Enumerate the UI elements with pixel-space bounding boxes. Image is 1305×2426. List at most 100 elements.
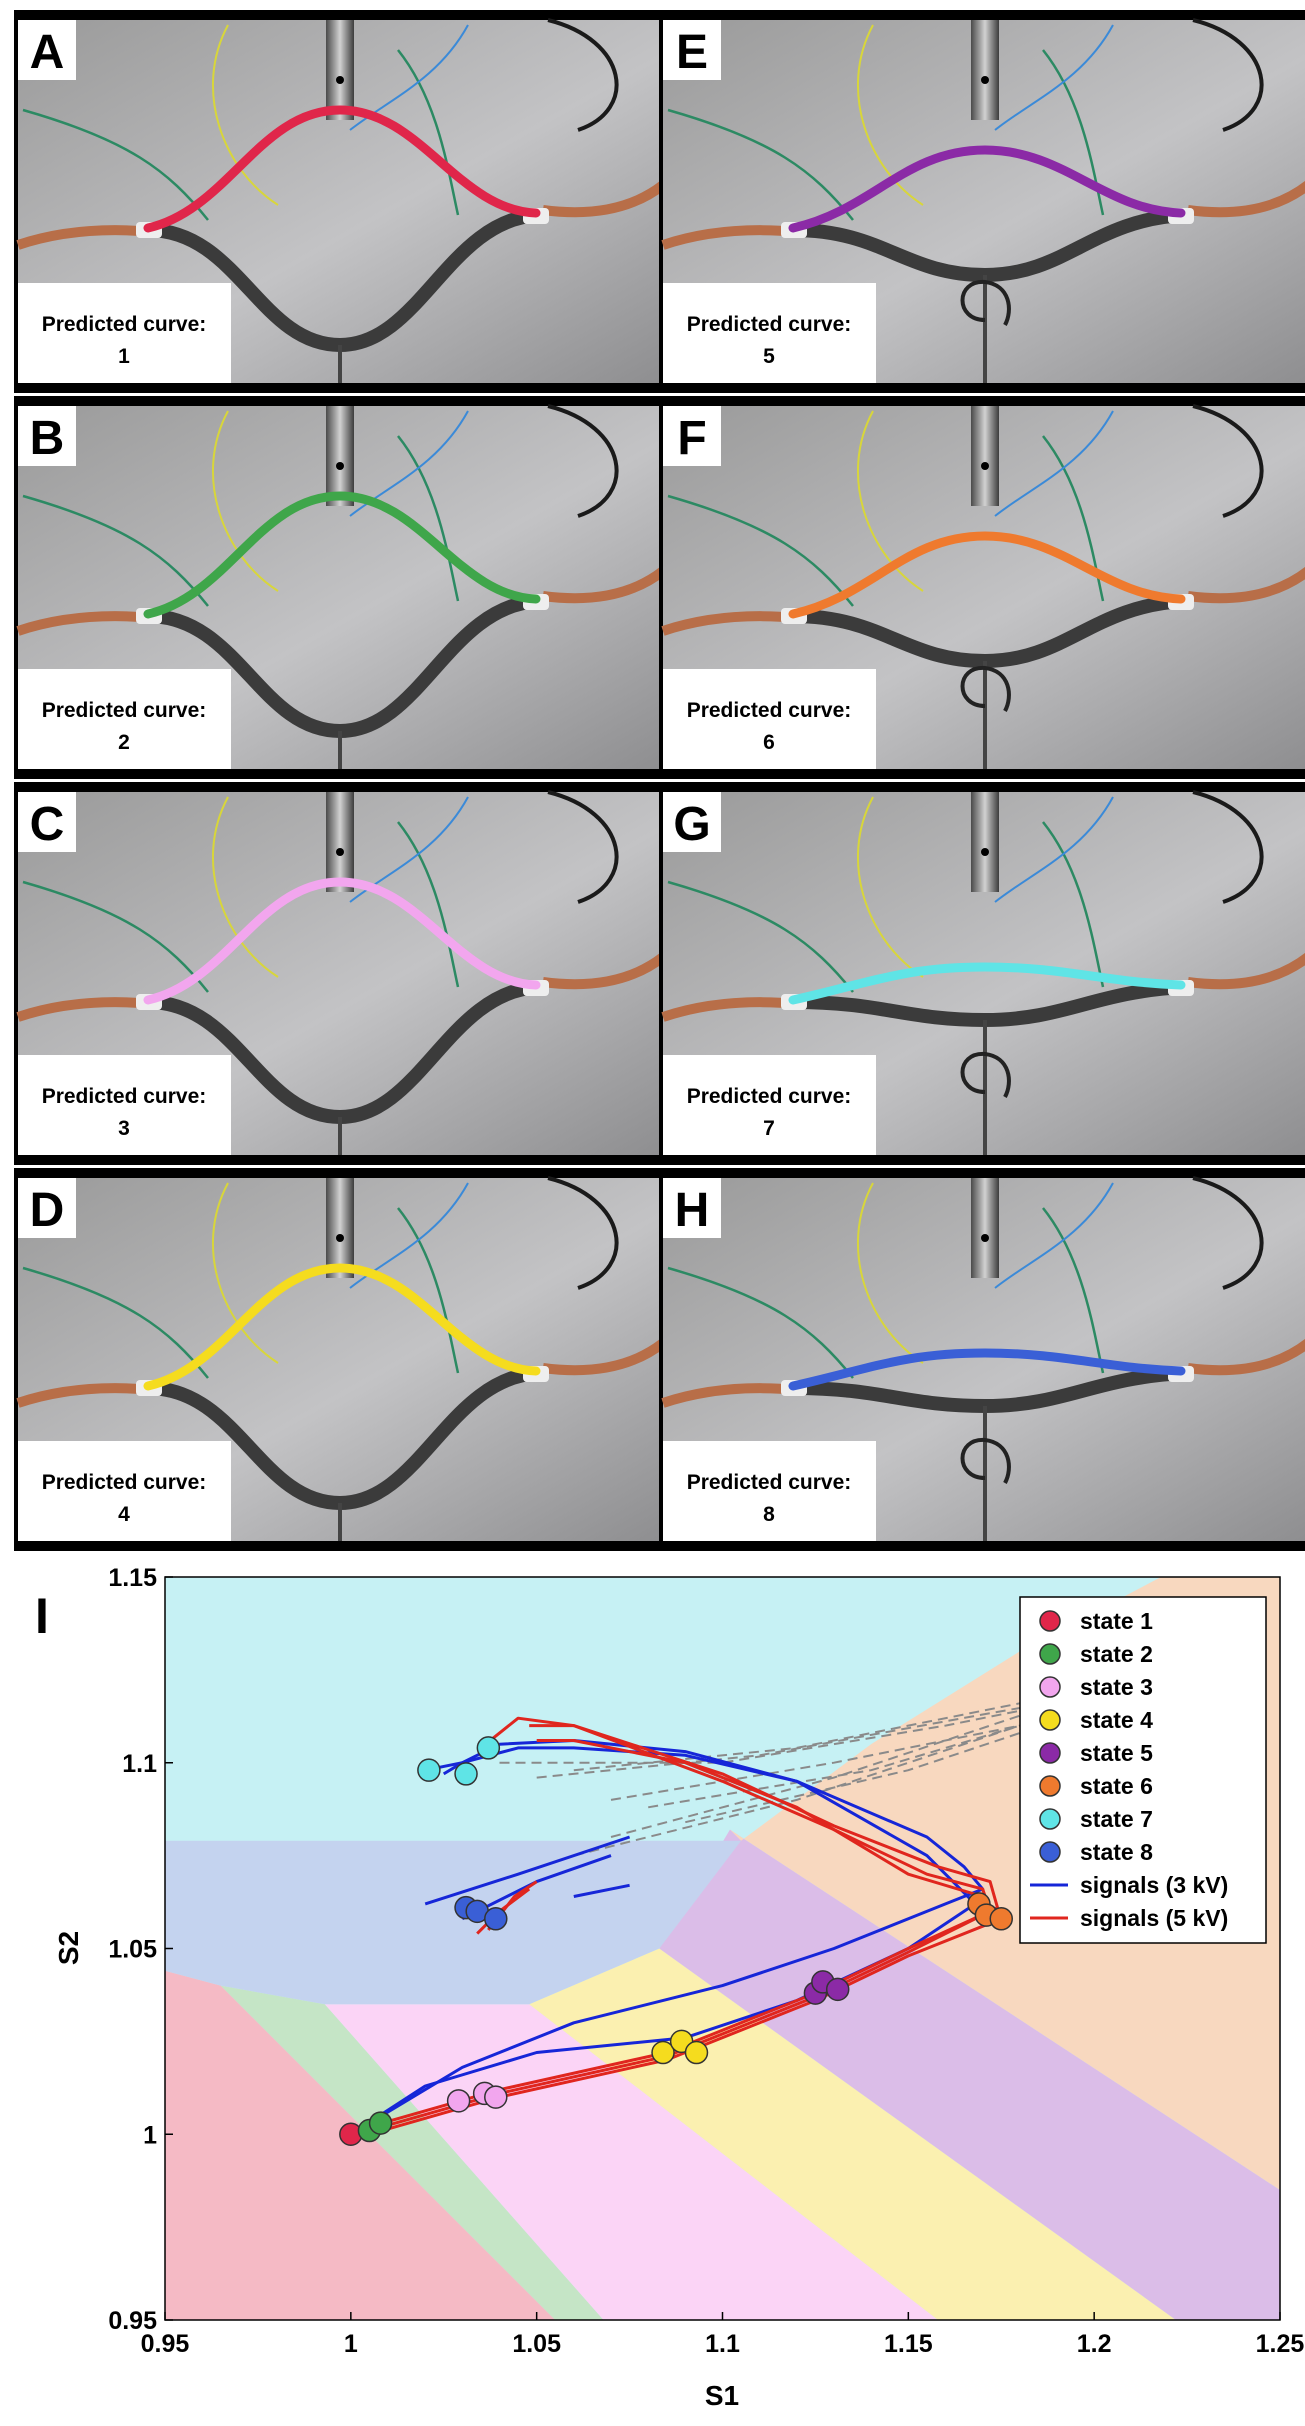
rod-marker-dot <box>981 76 989 84</box>
copper-electrode-right <box>1187 181 1305 218</box>
black-cable <box>1192 790 1264 904</box>
film-strip <box>147 1366 539 1511</box>
yellow-wire <box>857 1182 924 1364</box>
panel-letter: F <box>677 412 706 465</box>
weight-hook <box>960 665 1011 712</box>
copper-electrode-right <box>1187 1339 1305 1376</box>
green-wire <box>667 1266 854 1379</box>
region-state-1 <box>165 1970 556 2320</box>
caption-label: Predicted curve: <box>42 313 207 336</box>
blue-wire <box>349 24 469 131</box>
black-cable <box>547 18 619 132</box>
legend-marker <box>1039 1610 1061 1632</box>
marker-state-4 <box>651 2040 675 2065</box>
series-line-signals-3-kv- <box>424 1835 631 1906</box>
x-tick-label: 1.1 <box>705 2330 740 2358</box>
green-wire-right <box>397 49 460 216</box>
caption-label: Predicted curve: <box>42 1471 207 1494</box>
blue-wire <box>349 1182 469 1289</box>
legend-label: state 2 <box>1080 1641 1153 1667</box>
load-cell-rod <box>326 1178 354 1278</box>
panel-letter: D <box>30 1184 65 1237</box>
x-tick-label: 1.15 <box>884 2330 933 2358</box>
legend-label: signals (5 kV) <box>1080 1905 1228 1931</box>
black-cable <box>1192 404 1264 518</box>
legend-marker <box>1039 1676 1061 1698</box>
copper-electrode-right <box>1187 953 1305 990</box>
marker-state-3 <box>484 2085 508 2109</box>
weight-hook <box>960 1051 1011 1098</box>
green-wire <box>667 880 854 993</box>
legend-label: state 3 <box>1080 1674 1153 1700</box>
rod-marker-dot <box>981 1234 989 1242</box>
yellow-wire <box>212 1182 279 1364</box>
marker-state-5 <box>825 1977 850 2002</box>
dashed-trajectory <box>573 1702 1020 1772</box>
caption-box <box>18 1055 231 1155</box>
load-cell-rod <box>971 20 999 120</box>
blue-wire <box>994 410 1114 517</box>
series-line-signals-5-kv- <box>368 1724 999 2132</box>
marker-state-2 <box>368 2111 393 2135</box>
film-strip <box>792 208 1184 283</box>
caption-label: Predicted curve: <box>687 313 852 336</box>
caption-curve-number: 7 <box>763 1117 775 1140</box>
blue-wire <box>349 796 469 903</box>
panel-letter: C <box>30 798 65 851</box>
panel-letter: H <box>675 1184 710 1237</box>
region-state-3 <box>324 2004 939 2320</box>
region-state-5 <box>659 1829 1280 2320</box>
panel-letter-box <box>18 20 76 80</box>
panel-letter: G <box>673 798 710 851</box>
caption-box <box>18 1441 231 1541</box>
panel-letter-box <box>18 406 76 466</box>
legend-marker <box>1039 1775 1061 1797</box>
y-tick-label: 1.15 <box>108 1564 157 1592</box>
green-wire-right <box>397 1207 460 1374</box>
marker-state-7 <box>476 1736 501 1760</box>
legend-label: state 6 <box>1080 1773 1153 1799</box>
predicted-curve-overlay <box>143 1263 541 1391</box>
caption-curve-number: 4 <box>118 1503 130 1526</box>
film-strip <box>147 980 539 1125</box>
load-cell-rod <box>971 1178 999 1278</box>
x-tick-label: 0.95 <box>141 2330 190 2358</box>
x-axis-label: S1 <box>705 2380 739 2411</box>
caption-box <box>663 1055 876 1155</box>
legend-marker <box>1039 1643 1061 1665</box>
rod-marker-dot <box>981 848 989 856</box>
y-tick-label: 0.95 <box>108 2307 157 2335</box>
green-wire <box>667 494 854 607</box>
yellow-wire <box>857 24 924 206</box>
green-wire-right <box>1042 821 1105 988</box>
predicted-curve-overlay <box>143 491 541 619</box>
green-wire-right <box>1042 435 1105 602</box>
panel-letter: A <box>30 26 65 79</box>
panel-letter-box <box>18 792 76 852</box>
legend-label: state 5 <box>1080 1740 1153 1766</box>
rod-marker-dot <box>336 1234 344 1242</box>
load-cell-rod <box>971 792 999 892</box>
load-cell-rod <box>326 20 354 120</box>
blue-wire <box>349 410 469 517</box>
x-tick-label: 1.05 <box>512 2330 561 2358</box>
dashed-trajectory <box>610 1717 1058 1801</box>
dashed-trajectory <box>573 1687 1169 1857</box>
blue-wire <box>994 796 1114 903</box>
black-cable <box>1192 1176 1264 1290</box>
copper-electrode-right <box>542 953 667 990</box>
caption-box <box>663 669 876 769</box>
predicted-curve-overlay <box>143 105 541 233</box>
panel-letter: B <box>30 412 65 465</box>
green-wire <box>667 108 854 221</box>
panel-letter-box <box>663 792 721 852</box>
x-tick-label: 1.2 <box>1077 2330 1112 2358</box>
